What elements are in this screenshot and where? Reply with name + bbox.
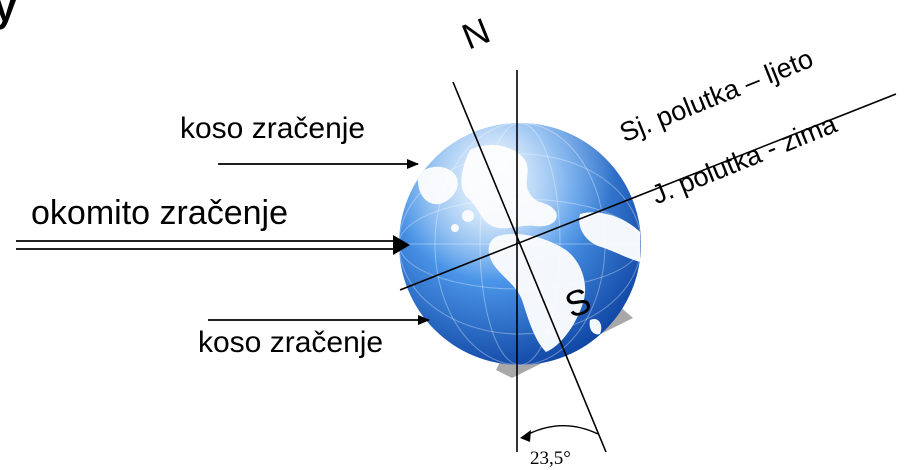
earth-axis-line <box>452 81 607 453</box>
continents <box>399 123 641 365</box>
tilt-angle-arc <box>520 425 599 442</box>
oblique-radiation-label-top: koso zračenje <box>180 112 366 145</box>
perpendicular-ray-arrow <box>16 235 410 255</box>
title-fragment: y <box>0 0 17 30</box>
tilt-angle-label: 23,5° <box>530 448 571 469</box>
perpendicular-radiation-label: okomito zračenje <box>31 194 289 232</box>
oblique-radiation-label-bottom: koso zračenje <box>198 326 384 359</box>
equator-line <box>399 93 897 291</box>
